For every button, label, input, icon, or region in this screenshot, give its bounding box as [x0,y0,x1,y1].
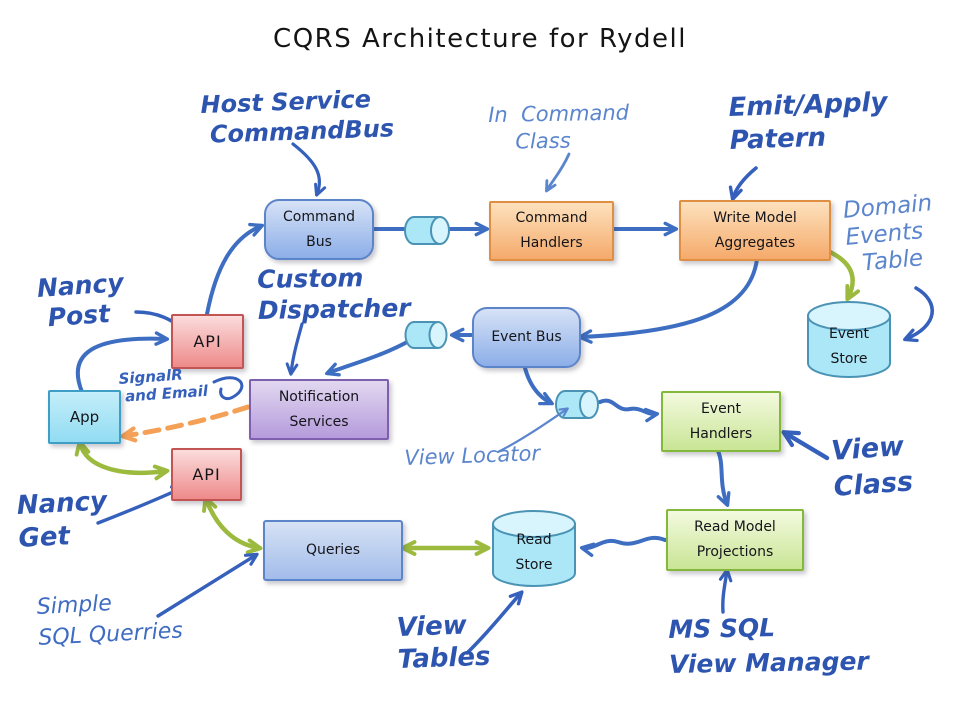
node-write-model-aggregates: Write Model Aggregates [679,200,831,261]
node-app: App [48,390,121,444]
annotation-emit-apply-pattern: Emit/Apply Patern [728,87,888,156]
arrow-domain-events-note [903,286,934,343]
arrow-nancy-get-note [96,485,185,525]
node-queries: Queries [263,520,403,581]
arrow-in-command-note [545,152,571,193]
node-command-bus: Command Bus [264,199,374,260]
node-event-handlers: Event Handlers [661,391,781,452]
arrow-api-bottom-queries [202,495,263,555]
queue-cylinder-icon [404,216,450,245]
annotation-signalr-and-email: SignalR and Email [118,365,209,406]
annotation-ms-sql-view-manager: MS SQL View Manager [668,613,869,679]
arrow-view-locator-note [496,407,569,454]
node-notification-services: Notification Services [249,379,389,440]
event-store-database-icon [807,301,891,378]
node-read-model-projections: Read Model Projections [666,509,804,571]
node-command-handlers: Command Handlers [489,201,614,261]
arrow-notification-to-app-dashed [120,404,251,443]
annotation-view-tables: View Tables [396,610,491,675]
arrow-view-tables-note [465,590,524,655]
signalr-scribble-loop [212,376,244,401]
arrow-view-queue-to-event-handlers [598,398,660,423]
read-store-database-icon [492,510,576,587]
arrow-write-model-to-event-store [827,249,861,302]
annotation-nancy-post: Nancy Post [36,267,125,333]
node-event-bus: Event Bus [472,307,581,368]
arrow-event-handlers-to-projections [715,447,731,507]
arrow-event-bus-to-view-queue [522,362,554,406]
arrow-ms-sql-note [718,568,733,614]
node-api-bottom: API [171,448,242,501]
annotation-in-command-class: In Command Class [488,100,630,154]
annotation-view-locator: View Locator [404,441,541,470]
annotation-domain-events-table: Domain Events Table [842,190,934,278]
arrow-app-to-api-top [75,331,170,394]
annotation-view-class: View Class [830,430,915,503]
node-read-store-label: Read Store [515,532,553,573]
diagram-title: CQRS Architecture for Rydell [273,24,687,54]
queue-cylinder-icon [555,390,599,419]
arrow-app-api-bottom [74,439,170,481]
arrow-host-service-note [291,142,327,197]
annotation-custom-dispatcher: Custom Dispatcher [257,263,411,325]
annotation-host-service-commandbus: Host Service CommandBus [200,85,395,149]
queue-cylinder-icon [404,321,448,349]
arrow-queue-to-notification [325,339,411,377]
arrow-view-class-note [781,430,830,461]
annotation-simple-sql-queries: Simple SQL Querries [36,591,184,651]
arrow-emit-apply-note [728,166,758,201]
node-event-store-label: Event Store [828,326,870,367]
arrow-api-top-to-command-bus [205,222,264,316]
arrow-custom-dispatcher-note [285,322,304,376]
arrow-write-model-to-event-bus [577,257,759,344]
arrow-simple-sql-note [156,552,259,618]
arrow-projections-to-read-store [579,535,667,557]
annotation-nancy-get: Nancy Get [16,486,108,554]
node-api-top: API [171,314,244,369]
